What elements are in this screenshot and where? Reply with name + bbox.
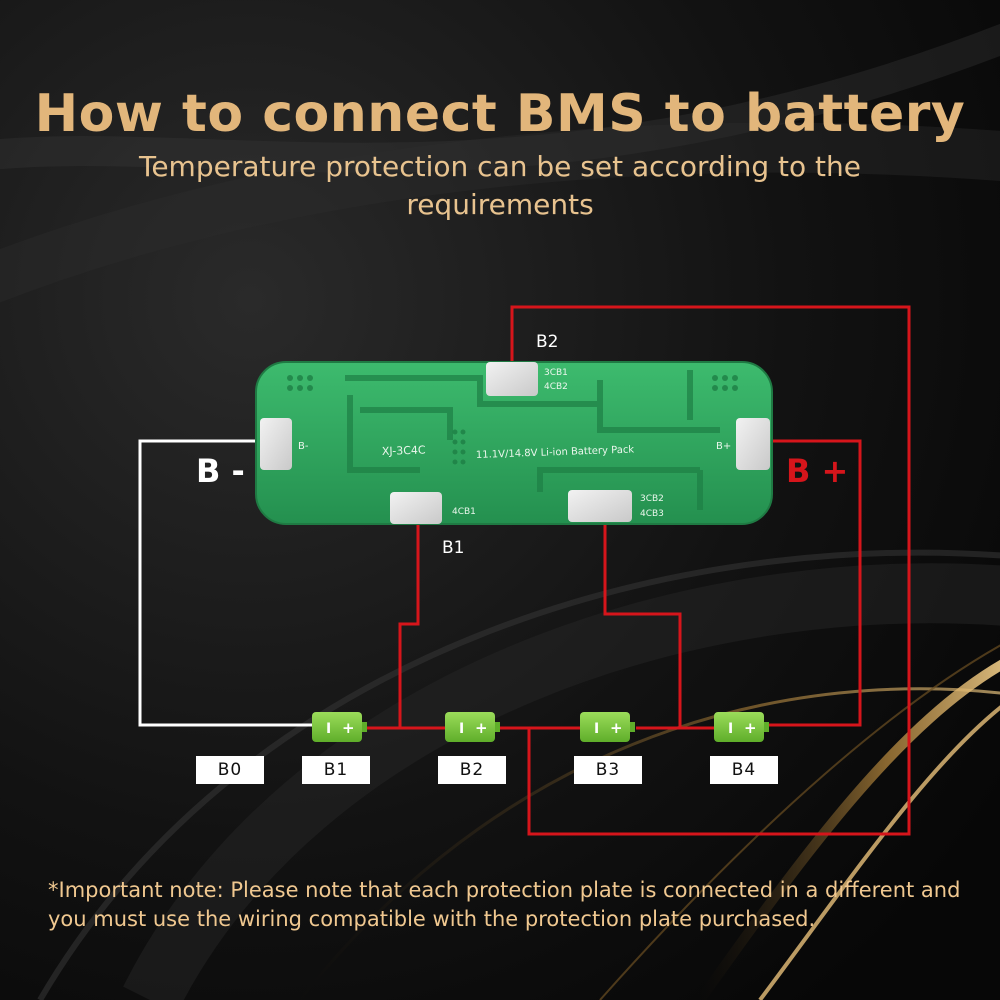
battery-tag-b4: B4 bbox=[710, 756, 778, 784]
battery-2: I + bbox=[445, 712, 500, 742]
wire-label-b1: B1 bbox=[442, 538, 465, 558]
bms-board: B- B+ 3CB1 4CB2 4CB1 3CB2 4CB3 XJ-3C4C 1… bbox=[255, 361, 773, 525]
battery-tag-b3: B3 bbox=[574, 756, 642, 784]
wire-b1 bbox=[398, 522, 420, 728]
silk-model: XJ-3C4C bbox=[382, 443, 426, 458]
svg-text:I: I bbox=[326, 721, 331, 737]
wire-bplus bbox=[760, 439, 862, 727]
terminal-label-negative: B - bbox=[196, 452, 245, 490]
pad-b1 bbox=[390, 492, 442, 524]
silk-4cb1: 4CB1 bbox=[452, 507, 476, 517]
silk-bminus: B- bbox=[298, 441, 309, 452]
pad-3cb2 bbox=[568, 490, 632, 522]
battery-3: I + bbox=[580, 712, 635, 742]
important-note: *Important note: Please note that each p… bbox=[48, 878, 961, 931]
page-subtitle: Temperature protection can be set accord… bbox=[138, 150, 862, 221]
svg-text:I: I bbox=[728, 721, 733, 737]
wire-label-b2: B2 bbox=[536, 332, 559, 352]
wires bbox=[138, 305, 911, 836]
battery-tag-b1: B1 bbox=[302, 756, 370, 784]
silk-4cb3: 4CB3 bbox=[640, 509, 664, 519]
background-swirls bbox=[0, 23, 1000, 1000]
terminal-label-positive: B + bbox=[786, 452, 849, 490]
pad-bplus bbox=[736, 418, 770, 470]
pad-bminus bbox=[260, 418, 292, 470]
svg-text:I: I bbox=[594, 721, 599, 737]
silk-3cb2: 3CB2 bbox=[640, 494, 664, 504]
battery-tag-b2: B2 bbox=[438, 756, 506, 784]
wire-b2 bbox=[510, 305, 911, 836]
svg-text:+: + bbox=[475, 719, 488, 737]
page-title: How to connect BMS to battery bbox=[34, 84, 966, 144]
svg-text:+: + bbox=[744, 719, 757, 737]
wire-bminus bbox=[138, 439, 315, 727]
pad-b2 bbox=[486, 362, 538, 396]
wire-b3 bbox=[603, 522, 682, 728]
batteries: I + I + I + I + bbox=[312, 712, 769, 742]
battery-4: I + bbox=[714, 712, 769, 742]
silk-bplus: B+ bbox=[716, 441, 731, 452]
svg-text:I: I bbox=[459, 721, 464, 737]
svg-text:+: + bbox=[610, 719, 623, 737]
battery-1: I + bbox=[312, 712, 367, 742]
svg-text:+: + bbox=[342, 719, 355, 737]
battery-tag-b0: B0 bbox=[196, 756, 264, 784]
silk-3cb1: 3CB1 bbox=[544, 368, 568, 378]
silk-4cb2: 4CB2 bbox=[544, 382, 568, 392]
